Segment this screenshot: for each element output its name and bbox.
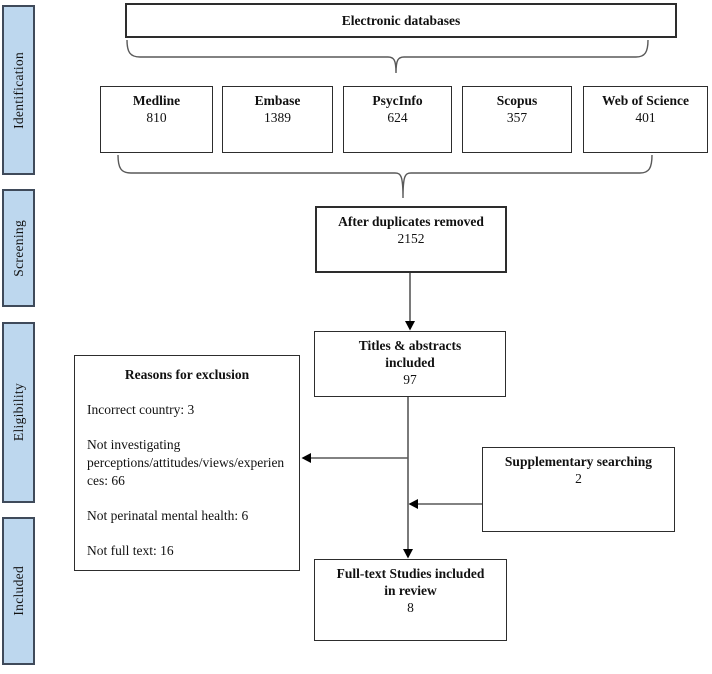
stage-label: Identification <box>10 51 26 129</box>
database-name: Scopus <box>496 93 538 108</box>
database-name: PsycInfo <box>372 93 423 108</box>
titles-abstracts-title: Titles & abstracts included <box>358 338 462 370</box>
reason-item: Not full text: 16 <box>87 543 174 558</box>
electronic-databases-title: Electronic databases <box>341 13 461 28</box>
database-count: 1389 <box>264 110 291 125</box>
reason-item: Not investigating perceptions/attitudes/… <box>87 437 285 488</box>
fulltext-count: 8 <box>407 600 414 615</box>
stage-identification: Identification <box>2 5 35 175</box>
stage-eligibility: Eligibility <box>2 322 35 503</box>
psycinfo-box: PsycInfo 624 <box>343 86 452 153</box>
database-count: 357 <box>506 110 528 125</box>
reason-item: Not perinatal mental health: 6 <box>87 508 249 523</box>
arrow-to-reasons <box>301 453 408 463</box>
fulltext-title: Full-text Studies included in review <box>336 566 485 598</box>
database-count: 401 <box>635 110 656 125</box>
titles-abstracts-count: 97 <box>403 372 417 387</box>
arrow-supplementary-to-trunk <box>408 499 482 509</box>
stage-screening: Screening <box>2 189 35 307</box>
arrow-afterdup-to-titles <box>405 273 415 331</box>
titles-abstracts-box: Titles & abstracts included 97 <box>314 331 506 397</box>
database-count: 624 <box>387 110 408 125</box>
supplementary-searching-box: Supplementary searching 2 <box>482 447 675 532</box>
stage-label: Included <box>10 566 26 616</box>
after-duplicates-box: After duplicates removed 2152 <box>315 206 507 273</box>
top-brace <box>126 39 649 74</box>
stage-label: Screening <box>10 219 26 277</box>
reasons-exclusion-box: Reasons for exclusion Incorrect country:… <box>74 355 300 571</box>
fulltext-included-box: Full-text Studies included in review 8 <box>314 559 507 641</box>
supplementary-count: 2 <box>575 471 582 486</box>
web-of-science-box: Web of Science 401 <box>583 86 708 153</box>
database-name: Medline <box>132 93 181 108</box>
database-name: Web of Science <box>602 93 689 108</box>
stage-included: Included <box>2 517 35 665</box>
database-name: Embase <box>254 93 301 108</box>
electronic-databases-box: Electronic databases <box>125 3 677 38</box>
scopus-box: Scopus 357 <box>462 86 572 153</box>
after-duplicates-title: After duplicates removed <box>338 214 484 229</box>
databases-brace <box>117 154 653 199</box>
supplementary-title: Supplementary searching <box>504 454 653 469</box>
after-duplicates-count: 2152 <box>397 231 425 246</box>
reasons-title: Reasons for exclusion <box>124 367 250 382</box>
embase-box: Embase 1389 <box>222 86 333 153</box>
medline-box: Medline 810 <box>100 86 213 153</box>
arrow-titles-to-fulltext <box>403 397 413 559</box>
stage-label: Eligibility <box>10 383 26 442</box>
database-count: 810 <box>146 110 167 125</box>
reason-item: Incorrect country: 3 <box>87 402 195 417</box>
